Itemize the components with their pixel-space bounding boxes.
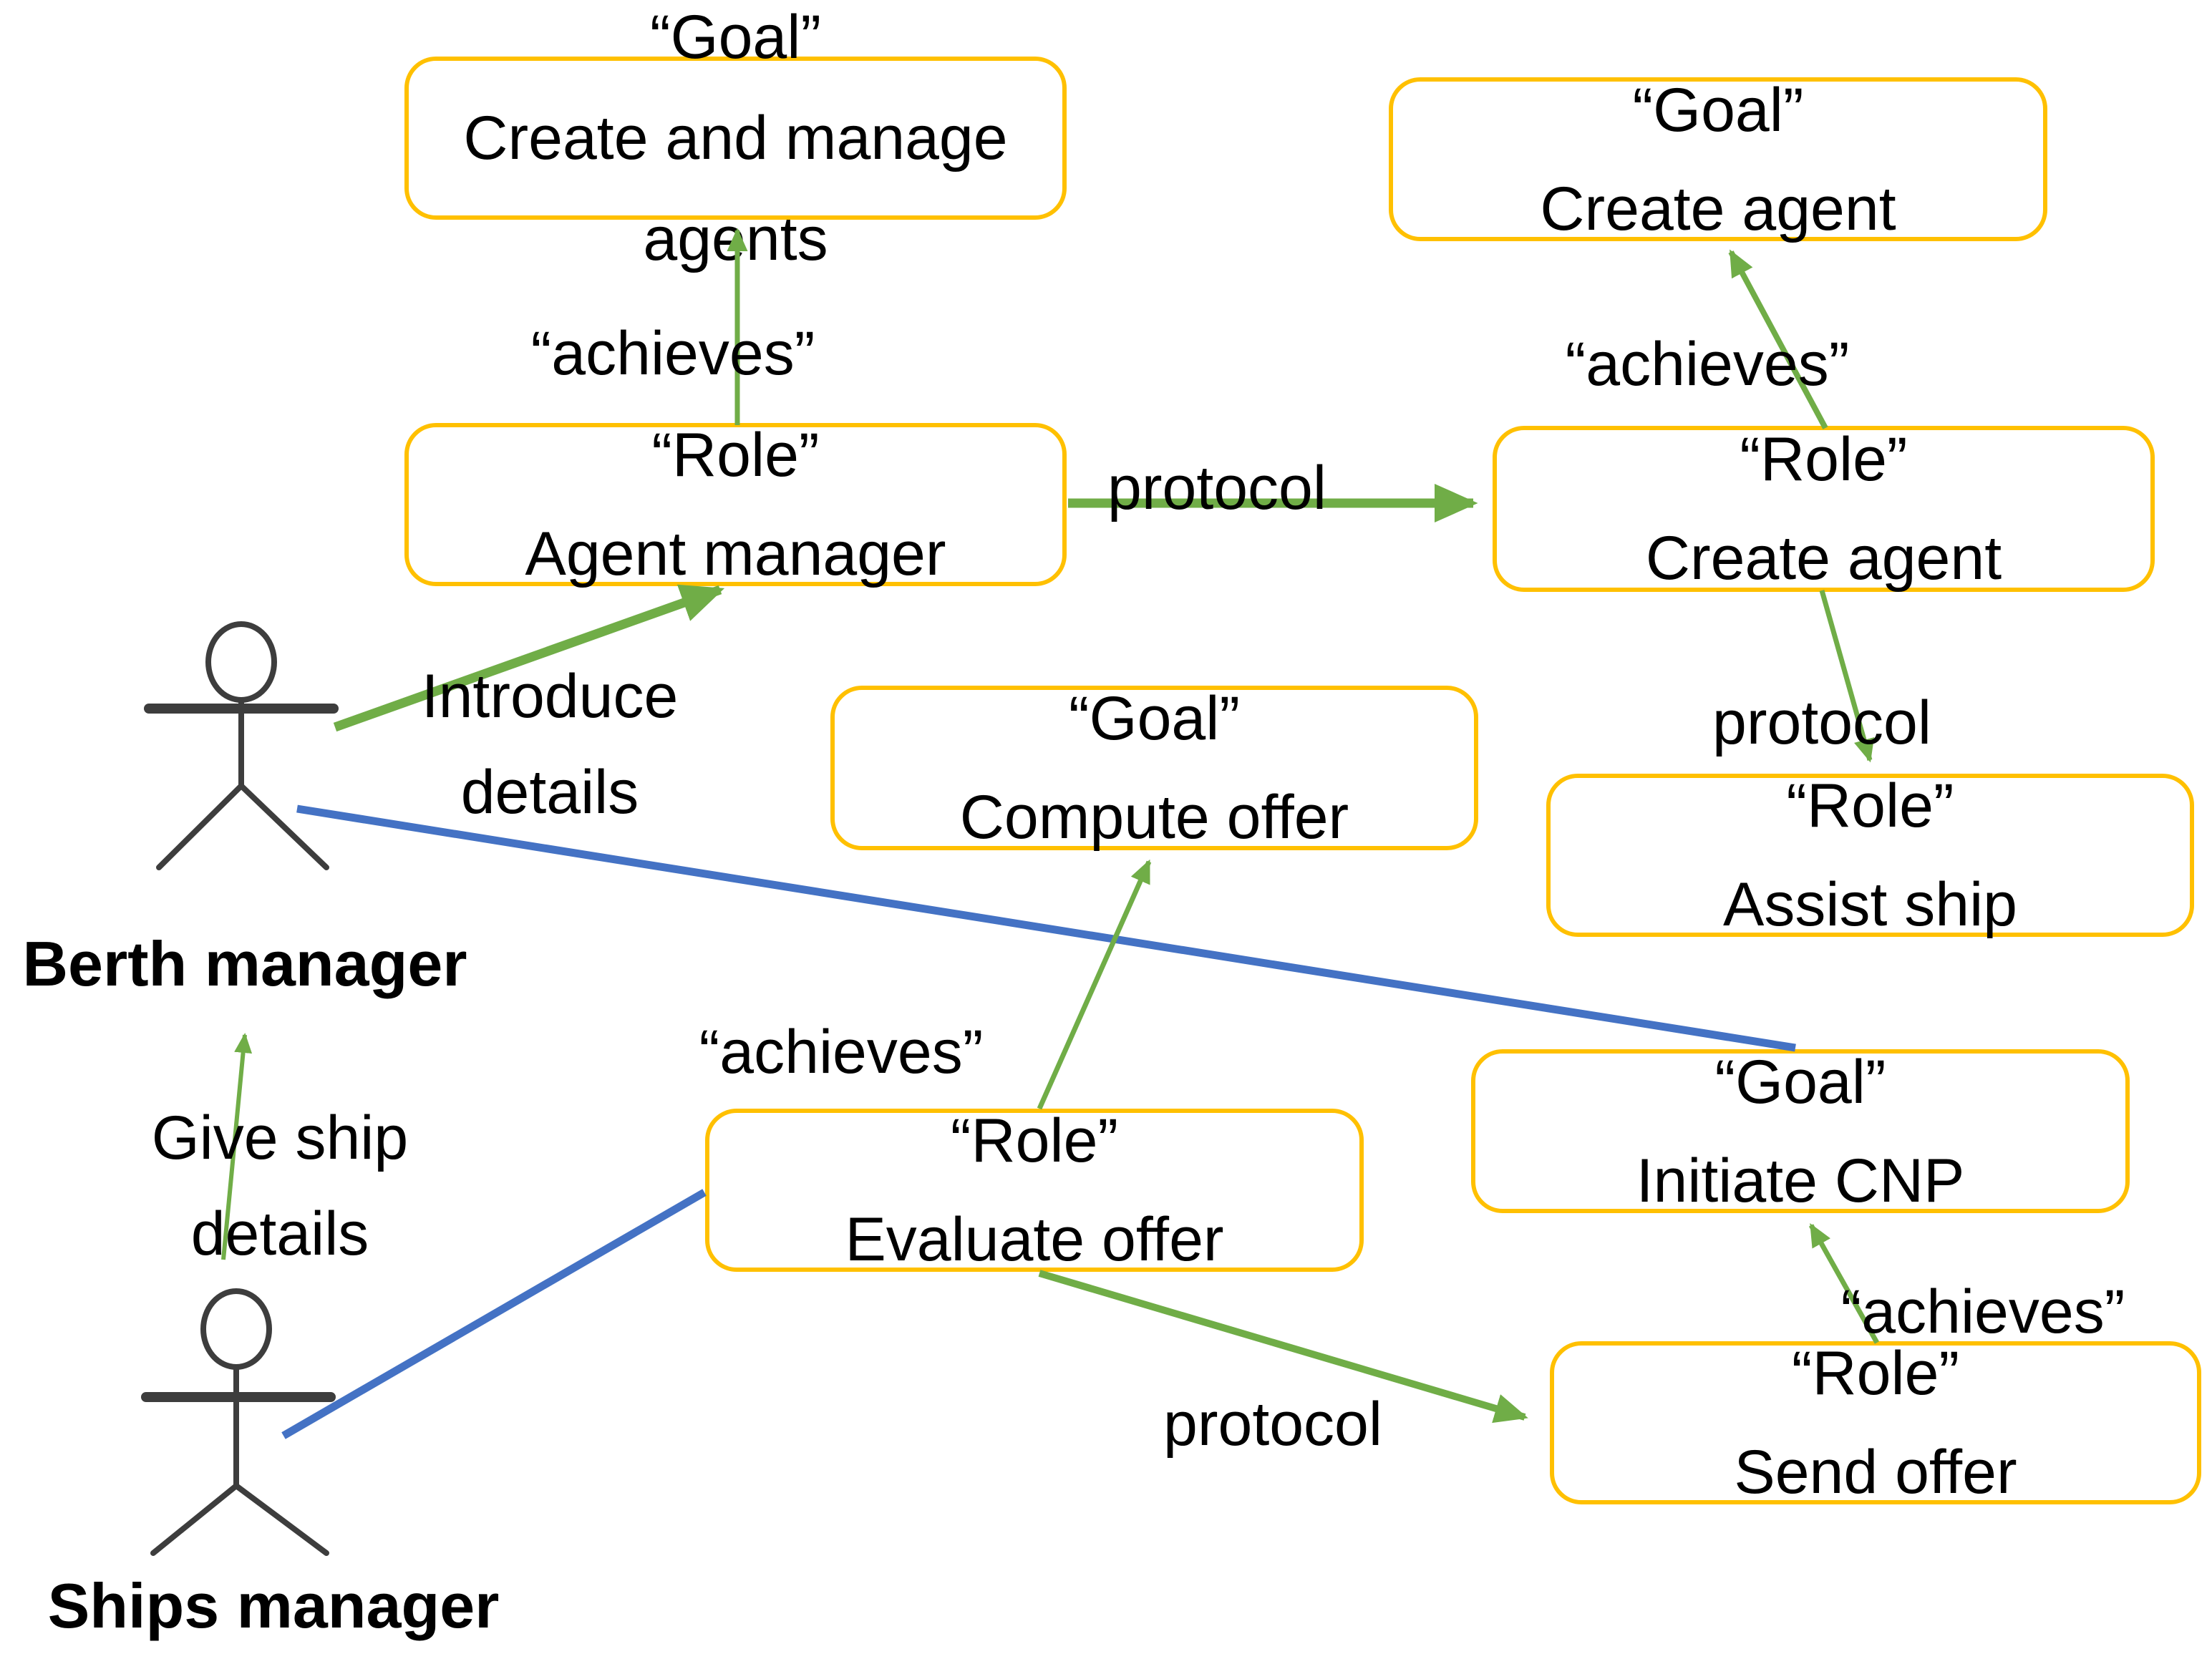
box-line: “Role” — [950, 1106, 1119, 1175]
achieves-label-center: “achieves” — [699, 1018, 984, 1086]
protocol-label-top: protocol — [1107, 454, 1326, 522]
box-line: “Goal” — [1632, 75, 1804, 145]
box-line: Send offer — [1734, 1438, 2017, 1507]
introduce-details-line2: details — [460, 758, 639, 827]
box-line: “Role” — [651, 421, 820, 490]
box-role-assist-ship: “Role” Assist ship — [1546, 772, 2194, 939]
actor-leg — [156, 783, 244, 870]
ships-manager-label: Ships manager — [47, 1570, 500, 1641]
box-role-create-agent: “Role” Create agent — [1493, 425, 2155, 593]
box-line: “Role” — [1786, 772, 1954, 840]
box-line: “Role” — [1791, 1339, 1960, 1408]
box-line: “Role” — [1740, 425, 1908, 494]
box-line: “Goal” — [650, 2, 821, 72]
box-line: Initiate CNP — [1636, 1146, 1965, 1215]
box-line: “Goal” — [1069, 684, 1240, 753]
box-goal-create-manage-agents: “Goal” Create and manage agents — [404, 3, 1067, 273]
give-ship-details-line2: details — [190, 1200, 369, 1268]
berth-manager-label: Berth manager — [22, 928, 467, 999]
box-role-evaluate-offer: “Role” Evaluate offer — [705, 1106, 1364, 1274]
box-line: Compute offer — [959, 783, 1349, 852]
achieves-label-top-right: “achieves” — [1565, 330, 1850, 399]
box-goal-compute-offer: “Goal” Compute offer — [830, 684, 1478, 852]
introduce-details-line1: Introduce — [421, 662, 679, 731]
actor-leg — [238, 783, 329, 870]
box-line: Create agent — [1540, 174, 1896, 243]
box-line: agents — [643, 204, 828, 273]
give-ship-details-line1: Give ship — [151, 1104, 409, 1172]
ships-manager-actor-icon — [141, 1288, 336, 1556]
actor-head — [205, 621, 277, 703]
box-goal-initiate-cnp: “Goal” Initiate CNP — [1471, 1048, 2130, 1215]
give-ship-details-label: Give ship details — [152, 1090, 409, 1282]
box-line: Create agent — [1645, 524, 2002, 593]
box-role-agent-manager: “Role” Agent manager — [404, 421, 1067, 588]
achieves-arrow-compute-offer — [1037, 859, 1152, 1110]
actor-leg — [233, 1483, 329, 1556]
box-line: “Goal” — [1714, 1047, 1886, 1117]
box-line: Evaluate offer — [845, 1205, 1224, 1274]
actor-leg — [150, 1483, 239, 1556]
box-line: Agent manager — [525, 520, 946, 588]
box-goal-create-agent: “Goal” Create agent — [1389, 76, 2047, 243]
introduce-details-label: Introduce details — [422, 648, 679, 840]
berth-manager-actor-icon — [144, 621, 339, 870]
achieves-label-bottom-right: “achieves” — [1840, 1278, 2125, 1346]
actor-head — [200, 1288, 272, 1370]
box-line: Create and manage — [463, 103, 1008, 172]
box-role-send-offer: “Role” Send offer — [1550, 1339, 2201, 1507]
achieves-label-top-left: “achieves” — [530, 319, 815, 388]
box-line: Assist ship — [1722, 870, 2018, 939]
protocol-label-bottom: protocol — [1163, 1390, 1382, 1459]
protocol-label-right: protocol — [1712, 689, 1931, 757]
